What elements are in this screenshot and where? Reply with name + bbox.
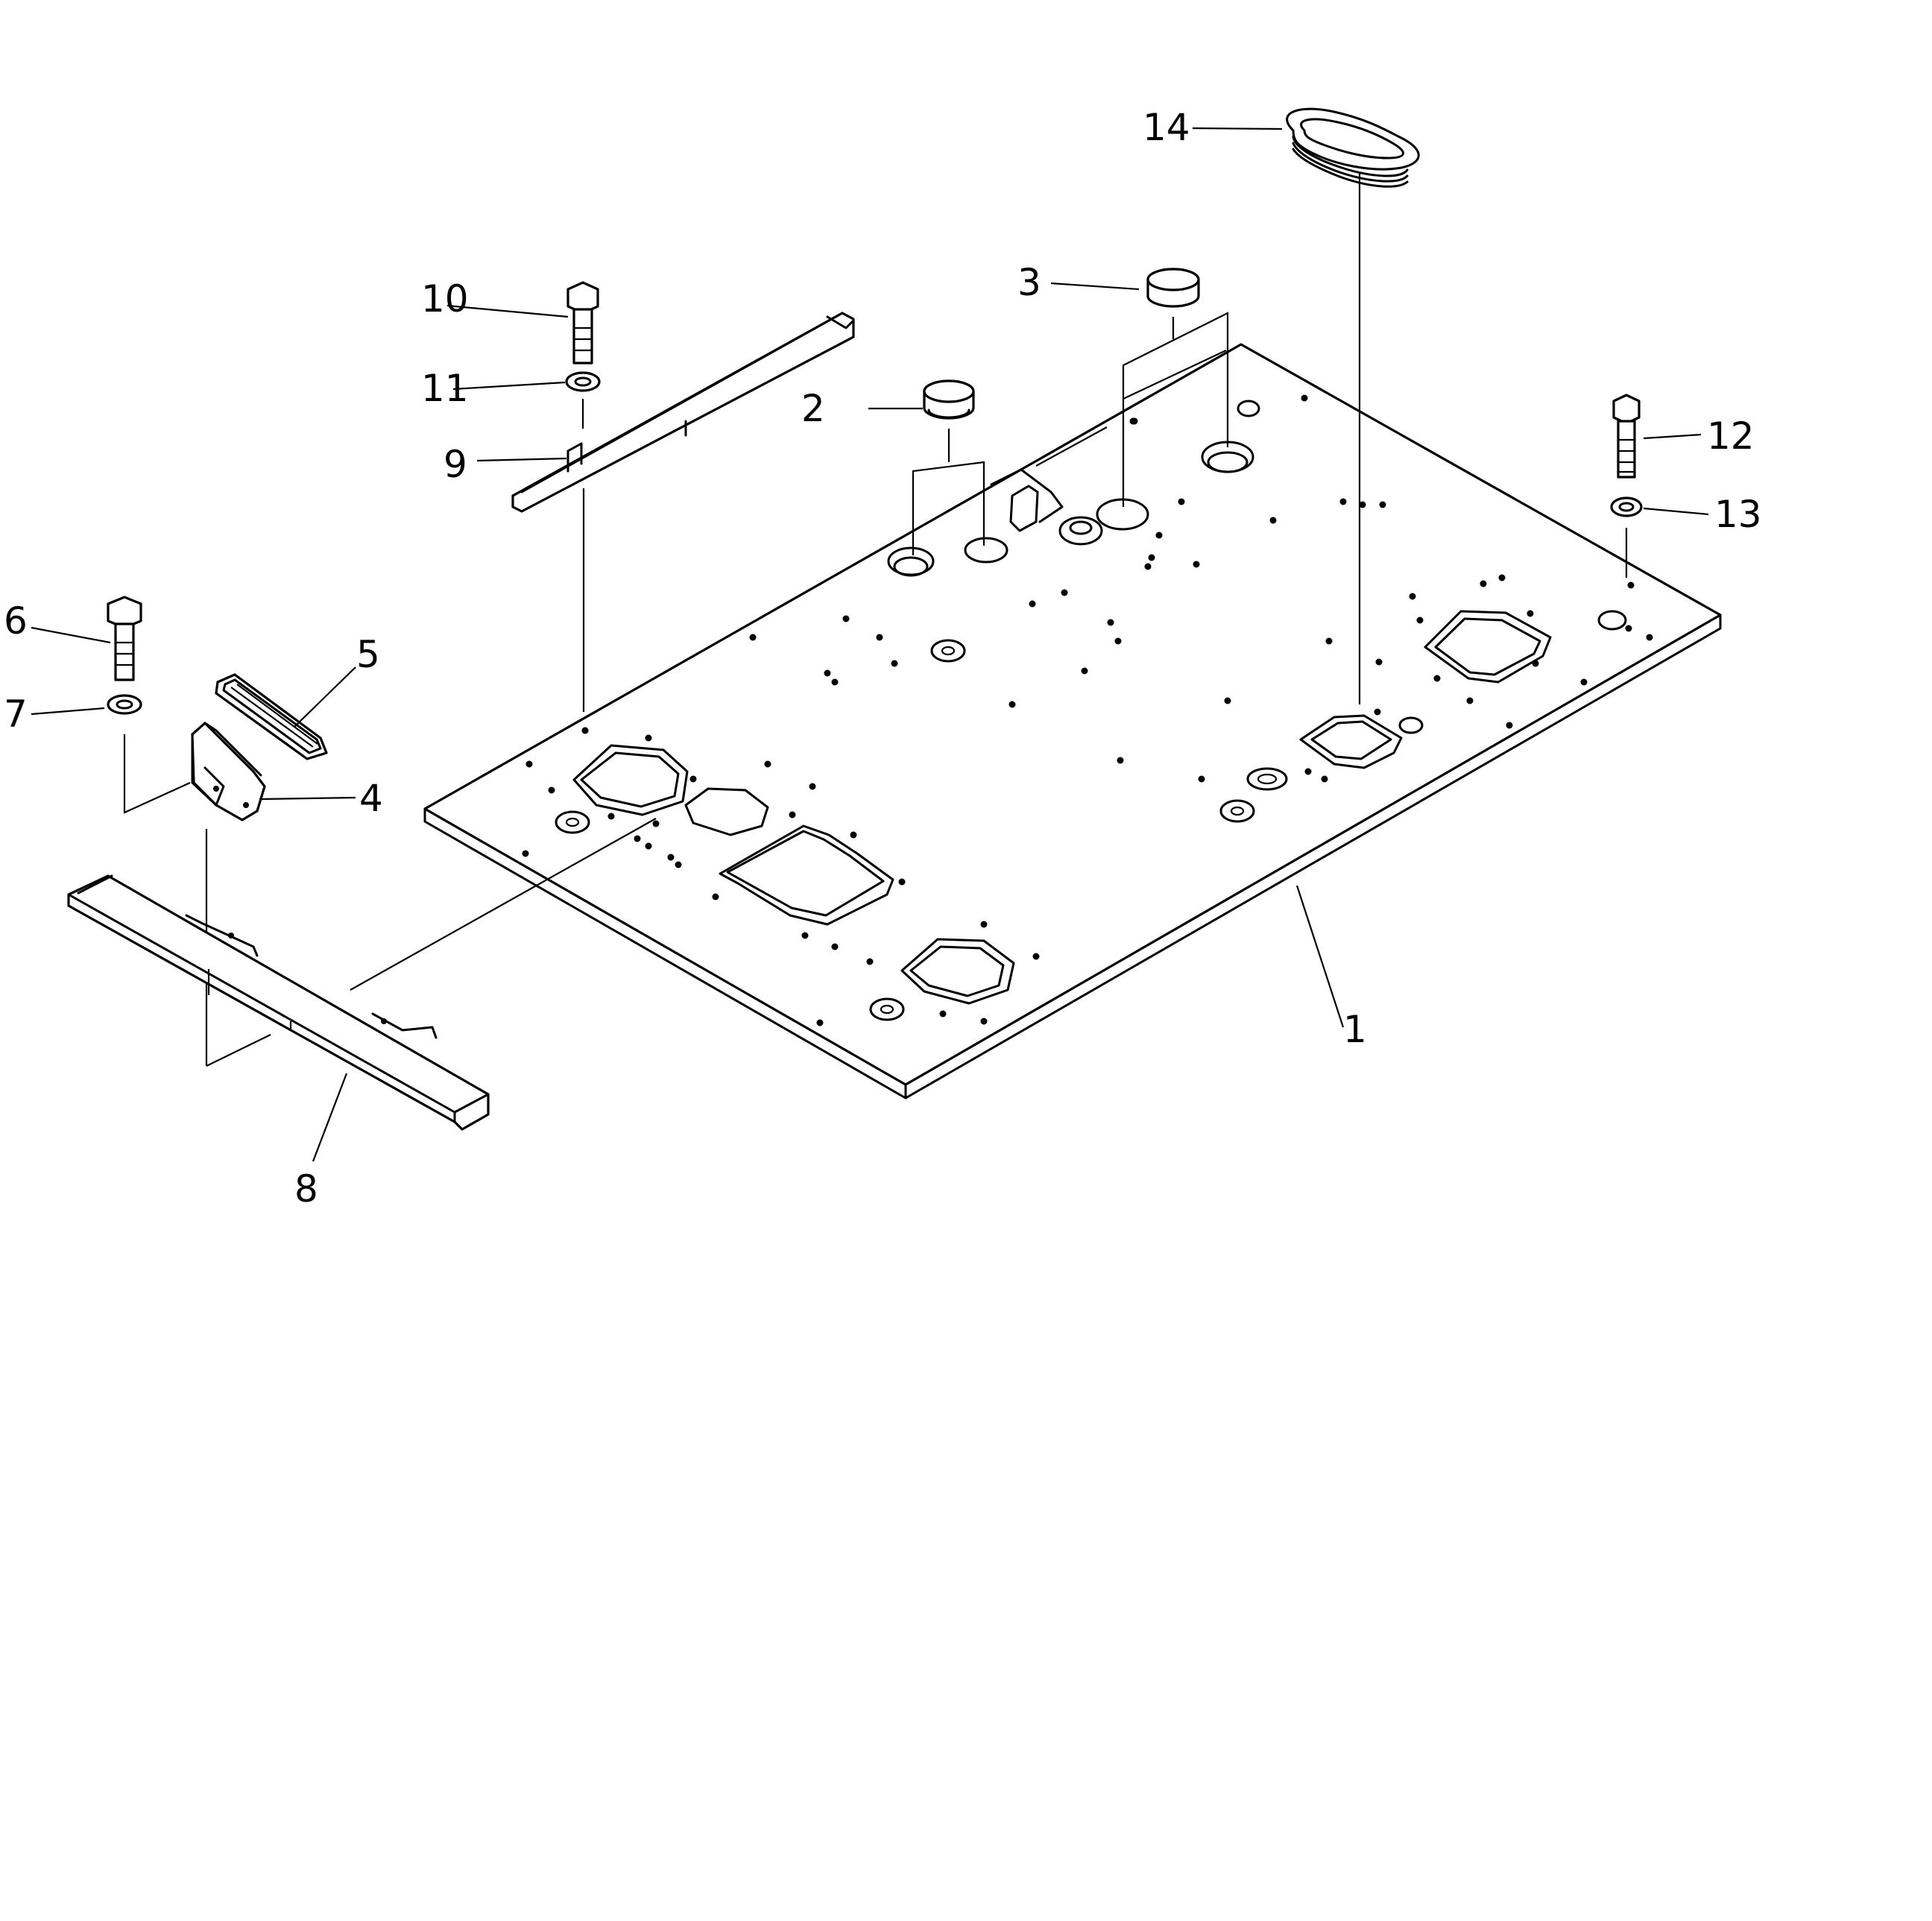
bolt-part-10 — [566, 281, 599, 365]
callout-13: 13 — [1714, 493, 1762, 536]
callout-9: 9 — [443, 443, 467, 486]
floor-plate — [423, 343, 1722, 1100]
callout-8: 8 — [294, 1167, 318, 1211]
leader-brackets — [912, 312, 1229, 555]
callout-11: 11 — [421, 367, 469, 410]
bracket-part-4 — [191, 722, 266, 1066]
callout-2: 2 — [801, 387, 825, 430]
grommet-part-14 — [1286, 107, 1420, 704]
callout-4: 4 — [359, 777, 383, 820]
leader-lines — [31, 127, 1709, 1162]
assembly-lines — [206, 426, 1108, 1067]
callout-5: 5 — [356, 633, 380, 676]
callout-labels: 1 2 3 4 5 6 7 8 9 10 11 12 13 14 — [4, 106, 1762, 1211]
rail-part-8 — [67, 874, 490, 1131]
callout-7: 7 — [4, 693, 28, 736]
bolt-part-6 — [107, 596, 142, 681]
callout-12: 12 — [1707, 414, 1755, 458]
pad-part-5 — [215, 673, 328, 760]
callout-10: 10 — [421, 277, 469, 321]
callout-14: 14 — [1143, 106, 1190, 149]
cap-part-3 — [1146, 268, 1200, 308]
washer-part-13 — [1610, 496, 1643, 578]
washer-part-7 — [107, 694, 191, 814]
callout-1: 1 — [1343, 1008, 1367, 1051]
callout-3: 3 — [1017, 261, 1041, 304]
bolt-part-12 — [1612, 394, 1641, 479]
washer-part-11 — [565, 371, 601, 429]
cap-part-2 — [923, 379, 975, 420]
callout-6: 6 — [4, 599, 28, 643]
rail-part-9 — [511, 312, 855, 712]
bolt-holes — [522, 394, 1653, 1026]
